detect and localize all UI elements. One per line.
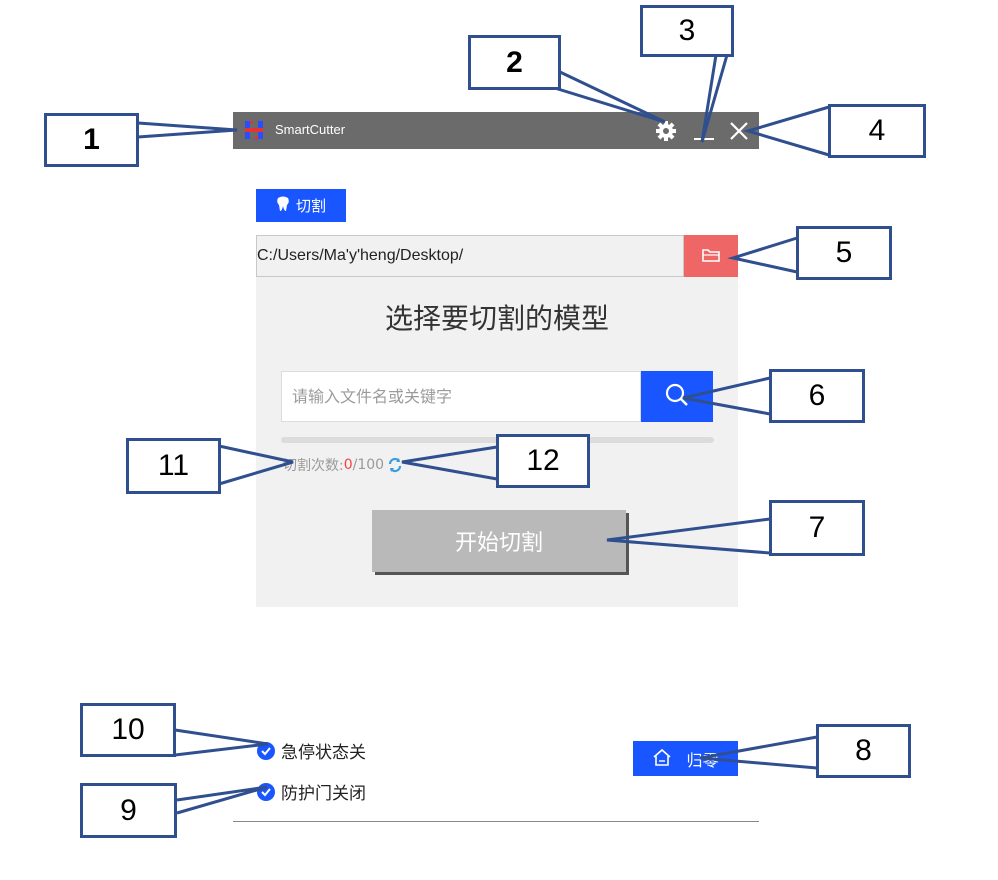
divider: [233, 821, 759, 822]
browse-folder-button[interactable]: [684, 235, 738, 277]
main-panel: C:/Users/Ma'y'heng/Desktop/ 选择要切割的模型 开始切…: [256, 235, 738, 607]
path-field[interactable]: C:/Users/Ma'y'heng/Desktop/: [256, 235, 684, 277]
callout-7: 7: [769, 500, 865, 556]
app-title: SmartCutter: [275, 122, 346, 137]
callout-2: 2: [468, 35, 561, 90]
callout-9: 9: [80, 783, 177, 838]
path-text: C:/Users/Ma'y'heng/Desktop/: [257, 247, 464, 264]
callout-6: 6: [769, 369, 865, 423]
counter-label: 切割次数:: [283, 458, 344, 474]
tab-cut-label: 切割: [295, 197, 326, 215]
callout-8: 8: [816, 724, 911, 778]
callout-1: 1: [44, 113, 139, 167]
search-button[interactable]: [641, 371, 713, 422]
callout-12: 12: [496, 434, 590, 488]
settings-icon[interactable]: [653, 118, 679, 144]
folder-icon: [702, 247, 720, 266]
tab-cut[interactable]: 切割: [256, 189, 346, 222]
callout-10: 10: [80, 703, 176, 757]
cut-counter: 切割次数: 0 /100: [283, 455, 403, 475]
check-icon: [257, 741, 275, 760]
door-label: 防护门关闭: [281, 784, 366, 804]
check-icon: [257, 782, 275, 801]
home-icon: [652, 747, 672, 771]
app-titlebar: SmartCutter: [233, 112, 759, 149]
counter-current: 0: [343, 457, 353, 473]
search-input[interactable]: [281, 371, 641, 422]
start-cutting-button[interactable]: 开始切割: [372, 510, 626, 572]
minimize-icon[interactable]: [691, 118, 717, 144]
callout-5: 5: [796, 226, 892, 280]
callout-11: 11: [126, 438, 221, 494]
tooth-icon: [276, 196, 290, 216]
close-icon[interactable]: [726, 118, 752, 144]
home-label: 归零: [686, 750, 719, 770]
refresh-icon[interactable]: [387, 457, 403, 473]
estop-status: 急停状态关: [257, 738, 366, 763]
estop-label: 急停状态关: [281, 743, 366, 763]
counter-total: /100: [352, 457, 385, 473]
page-title: 选择要切割的模型: [384, 302, 609, 335]
home-zero-button[interactable]: 归零: [633, 741, 738, 776]
door-status: 防护门关闭: [257, 779, 366, 804]
app-logo-icon: [244, 120, 264, 140]
search-icon: [664, 382, 690, 412]
callout-3: 3: [640, 5, 734, 57]
callout-4: 4: [828, 104, 926, 158]
